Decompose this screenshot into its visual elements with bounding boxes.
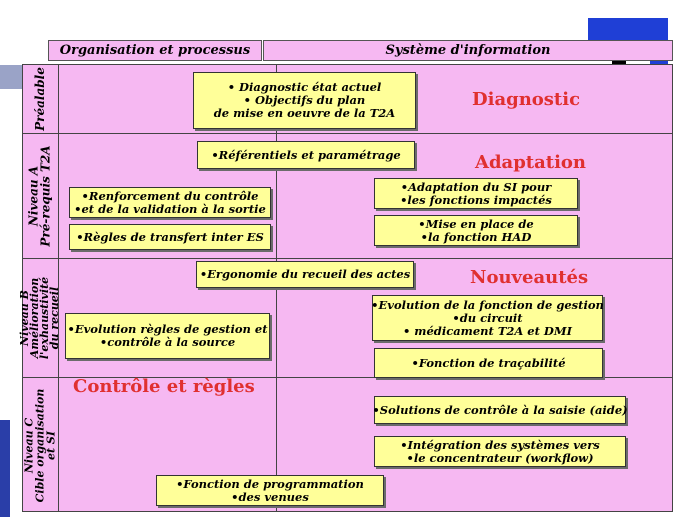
grid-divider (22, 377, 673, 378)
box-text: • Diagnostic état actuel (227, 80, 382, 94)
box-text: •Mise en place de (418, 216, 534, 231)
grid-divider (58, 64, 59, 512)
box-regles-transfert: •Règles de transfert inter ES (69, 224, 271, 250)
row-label-niveau-a: Niveau A Pré-requis T2A (22, 134, 58, 258)
row-label-line: et SI (44, 430, 58, 460)
row-label-line: Préalable (33, 66, 47, 131)
row-label-niveau-c: Niveau C Cible organisation et SI (22, 378, 58, 512)
box-text: •Solutions de contrôle à la saisie (aide… (372, 402, 628, 417)
box-text: •Fonction de traçabilité (411, 355, 566, 370)
box-text: •des venues (231, 489, 309, 504)
decorative-gray-block (0, 65, 24, 89)
row-label-line: Pré-requis T2A (39, 145, 53, 247)
box-evolution-regles: •Evolution règles de gestion et •contrôl… (65, 313, 270, 359)
row-label-prealable: Préalable (22, 64, 58, 133)
box-solutions: •Solutions de contrôle à la saisie (aide… (372, 396, 628, 424)
grid-divider (22, 133, 673, 134)
decorative-blue-block (588, 18, 668, 40)
header-organisation: Organisation et processus (48, 40, 262, 61)
box-text: •du circuit (452, 310, 523, 325)
grid-divider (22, 258, 673, 259)
box-text: •Fonction de programmation (176, 476, 364, 491)
box-text: •Renforcement du contrôle (81, 188, 259, 203)
box-text: •Evolution de la fonction de gestion (371, 297, 604, 312)
box-text: •les fonctions impactés (400, 192, 552, 207)
box-text: •Adaptation du SI pour (400, 179, 552, 194)
box-adaptation-si: •Adaptation du SI pour •les fonctions im… (374, 178, 578, 209)
row-label-niveau-b: Niveau B Amélioration l'exhaustivité du … (18, 259, 62, 377)
box-text: • médicament T2A et DMI (402, 323, 573, 338)
box-text: •contrôle à la source (99, 335, 236, 349)
box-ergonomie: •Ergonomie du recueil des actes (196, 261, 414, 288)
box-tracabilite: •Fonction de traçabilité (374, 348, 603, 378)
header-systeme-information: Système d'information (263, 40, 673, 61)
box-diagnostic: • Diagnostic état actuel • Objectifs du … (193, 72, 416, 129)
decorative-blue-strip (0, 420, 10, 517)
box-text: •Ergonomie du recueil des actes (199, 267, 411, 281)
section-title-adaptation: Adaptation (475, 152, 587, 173)
grid-divider (276, 64, 277, 512)
section-title-nouveautes: Nouveautés (470, 267, 589, 288)
box-text: •le concentrateur (workflow) (406, 450, 594, 465)
box-text: • Objectifs du plan (243, 93, 366, 107)
box-referentiels: •Référentiels et paramétrage (197, 141, 415, 169)
box-text: •Intégration des systèmes vers (400, 437, 600, 452)
box-text: •Evolution règles de gestion et (67, 322, 268, 336)
box-mise-en-place: •Mise en place de •la fonction HAD (374, 215, 578, 246)
box-integration: •Intégration des systèmes vers •le conce… (374, 436, 626, 467)
box-text: •Règles de transfert inter ES (76, 229, 264, 244)
box-evolution-gestion: •Evolution de la fonction de gestion •du… (371, 295, 604, 341)
section-title-diagnostic: Diagnostic (472, 89, 581, 110)
box-text: •et de la validation à la sortie (74, 201, 266, 216)
box-text: de mise en oeuvre de la T2A (213, 106, 396, 120)
box-text: •la fonction HAD (420, 229, 532, 244)
box-programmation: •Fonction de programmation •des venues (156, 475, 384, 506)
box-renforcement: •Renforcement du contrôle •et de la vali… (69, 187, 271, 218)
row-label-line: du recueil (48, 286, 62, 350)
section-title-controle-regles: Contrôle et règles (73, 376, 255, 397)
box-text: •Référentiels et paramétrage (211, 147, 401, 162)
